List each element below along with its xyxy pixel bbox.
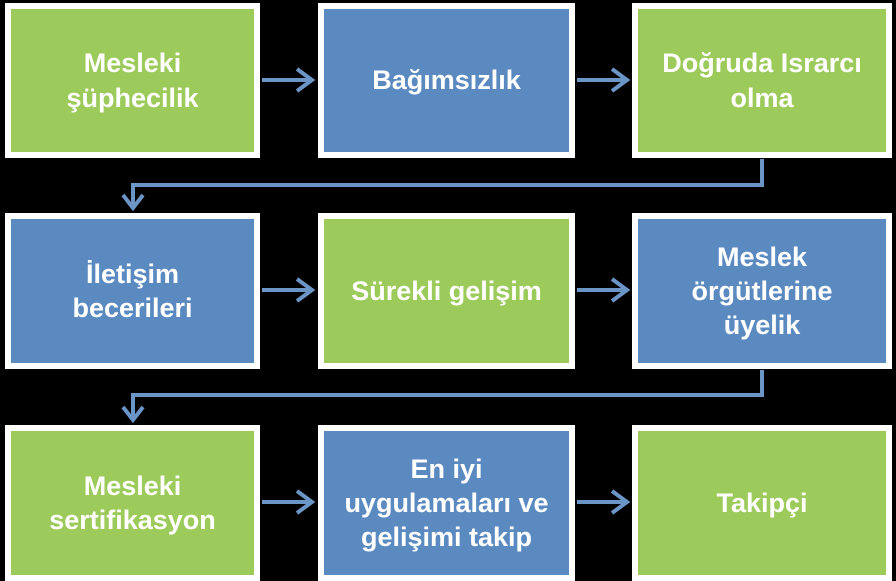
connector-arrow-en-iyi-uygulamalar-to-takipci: [577, 489, 631, 515]
flow-box-meslek-orgutleri: Meslek örgütlerine üyelik: [632, 213, 892, 369]
connector-arrow-dogruda-israrci-to-iletisim-becerileri: [121, 159, 764, 212]
flow-box-bagimsizlik: Bağımsızlık: [318, 3, 575, 158]
flow-box-surekli-gelisim: Sürekli gelişim: [318, 213, 575, 369]
flow-box-label: Sürekli gelişim: [351, 275, 542, 306]
connector-arrow-bagimsizlik-to-dogruda-israrci: [577, 67, 631, 93]
flow-box-label: Meslek örgütlerine üyelik: [691, 241, 833, 340]
flow-box-label: Takipçi: [716, 487, 808, 518]
flow-box-mesleki-sertifikasyon: Mesleki sertifikasyon: [5, 425, 260, 581]
flow-box-iletisim-becerileri: İletişim becerileri: [5, 213, 260, 369]
connector-arrow-surekli-gelisim-to-meslek-orgutleri: [577, 277, 631, 303]
connector-arrow-iletisim-becerileri-to-surekli-gelisim: [262, 277, 316, 303]
flow-box-label: Doğruda Israrcı olma: [662, 48, 862, 113]
flow-box-label: İletişim becerileri: [72, 258, 193, 323]
flow-box-takipci: Takipçi: [632, 425, 892, 581]
flow-box-mesleki-suphecilik: Mesleki şüphecilik: [5, 3, 260, 158]
connector-arrow-mesleki-sertifikasyon-to-en-iyi-uygulamalar: [262, 489, 316, 515]
flow-box-label: Mesleki sertifikasyon: [49, 470, 216, 535]
flow-box-label: En iyi uygulamaları ve gelişimi takip: [344, 453, 549, 552]
connector-arrow-meslek-orgutleri-to-mesleki-sertifikasyon: [121, 370, 764, 424]
flow-box-en-iyi-uygulamalar: En iyi uygulamaları ve gelişimi takip: [318, 425, 575, 581]
connector-arrow-mesleki-suphecilik-to-bagimsizlik: [262, 67, 316, 93]
flow-box-label: Bağımsızlık: [372, 65, 521, 96]
flow-box-dogruda-israrci: Doğruda Israrcı olma: [632, 3, 892, 158]
flow-box-label: Mesleki şüphecilik: [66, 48, 199, 113]
